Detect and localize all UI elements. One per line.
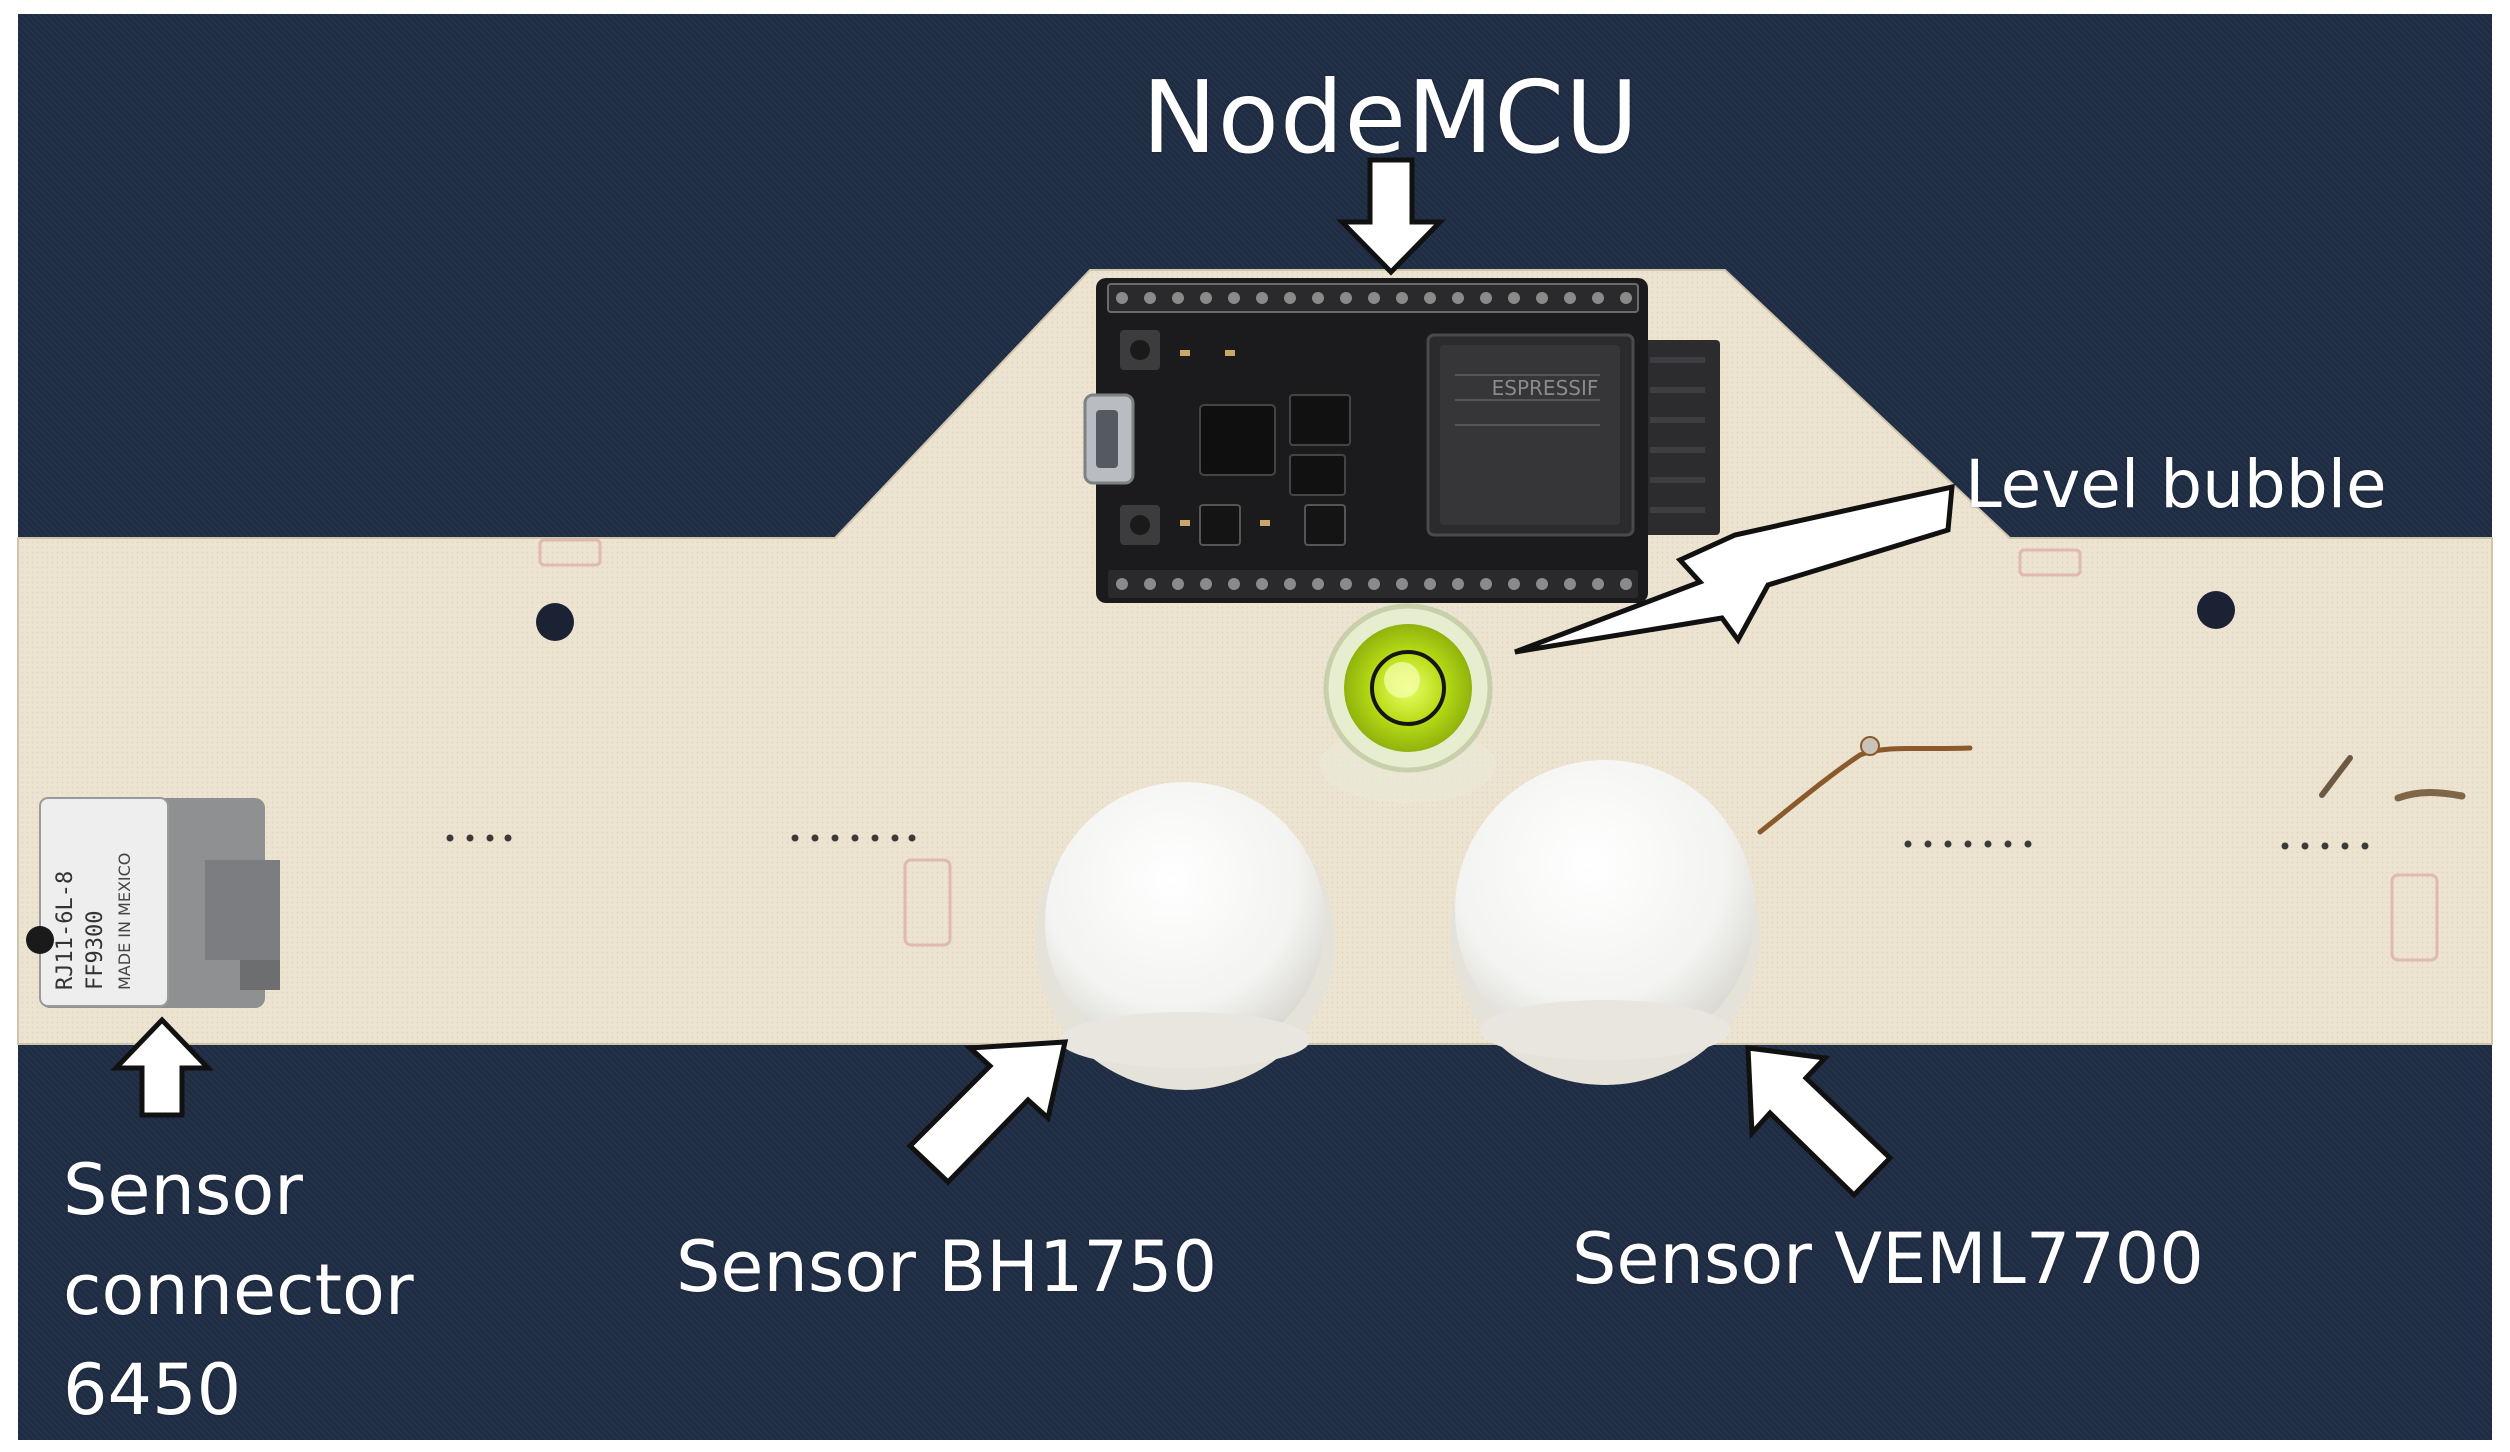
connector-text-3: MADE IN MEXICO [115,853,134,990]
connector-text-2: FF9300 [83,911,108,990]
mounting-board [17,269,2493,1045]
mounting-hole-left [536,603,574,641]
label-sensor-connector-line2: connector [63,1249,414,1331]
label-sensor-connector-line1: Sensor [63,1149,303,1231]
connector-text-1: RJ11-6L-8 [53,871,78,990]
arrow-sensor-veml7700 [1745,1045,1894,1199]
board-perforations [446,834,2369,850]
label-sensor-connector-line3: 6450 [63,1349,242,1431]
label-sensor-bh1750: Sensor BH1750 [676,1226,1217,1308]
arrow-level-bubble [1514,483,1955,655]
label-level-bubble: Level bubble [1965,446,2387,523]
module-brand-text: ESPRESSIF [1492,376,1599,400]
label-sensor-veml7700: Sensor VEML7700 [1572,1218,2204,1300]
mounting-hole-right [2197,591,2235,629]
label-sensor-connector: Sensor connector 6450 [63,1140,443,1440]
sensor-bh1750-dome [1035,782,1335,1090]
board-stamps [538,538,2439,962]
arrow-nodemcu [1336,157,1446,276]
sensor-veml7700-dome [1450,760,1760,1085]
label-nodemcu: NodeMCU [1142,59,1640,176]
arrow-sensor-bh1750 [906,1039,1069,1186]
arrow-sensor-connector [110,1016,214,1118]
sensor-connector-6450: RJ11-6L-8 FF9300 MADE IN MEXICO [26,797,280,1008]
wire-lead [1757,736,2466,835]
level-bubble [1320,603,1496,803]
nodemcu-board: ESPRESSIF [1083,278,1648,603]
